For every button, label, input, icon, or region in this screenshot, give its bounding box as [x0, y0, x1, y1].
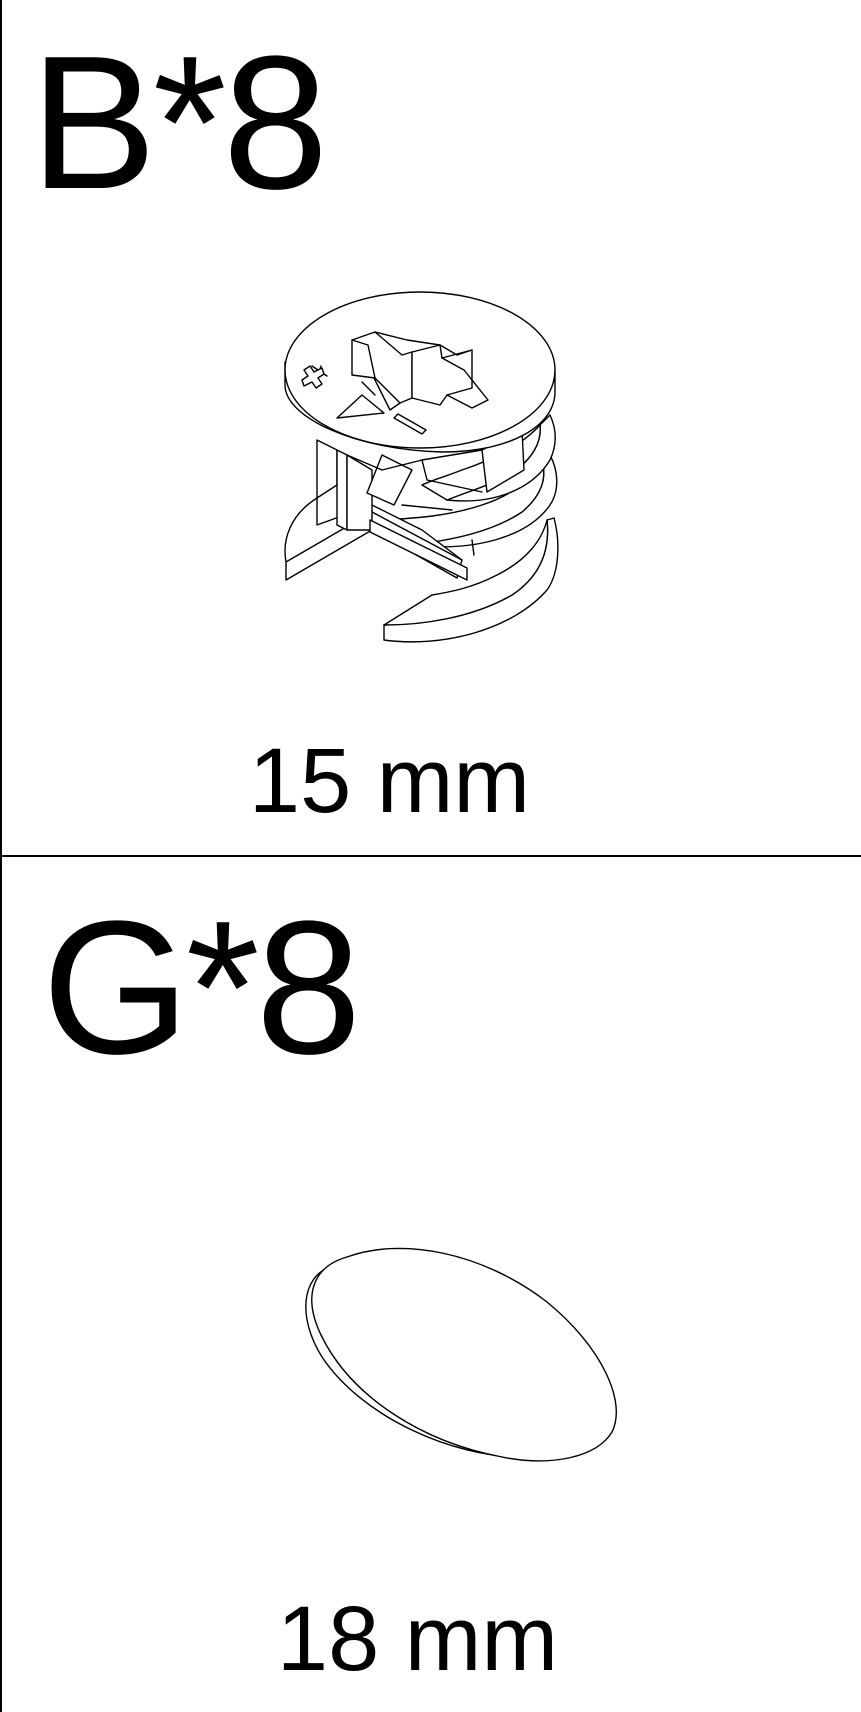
part-code-label: B*8 — [30, 17, 328, 229]
part-panel-g: G*8 18 mm — [2, 857, 861, 1712]
size-label: 18 mm — [276, 1588, 559, 1690]
part-panel-b: B*8 — [2, 0, 861, 855]
panel-divider — [0, 855, 861, 857]
size-label: 15 mm — [248, 730, 531, 832]
cover-cap-disc-icon — [305, 1247, 617, 1462]
cam-lock-fitting-icon — [284, 291, 559, 643]
part-code-label: G*8 — [42, 882, 361, 1094]
